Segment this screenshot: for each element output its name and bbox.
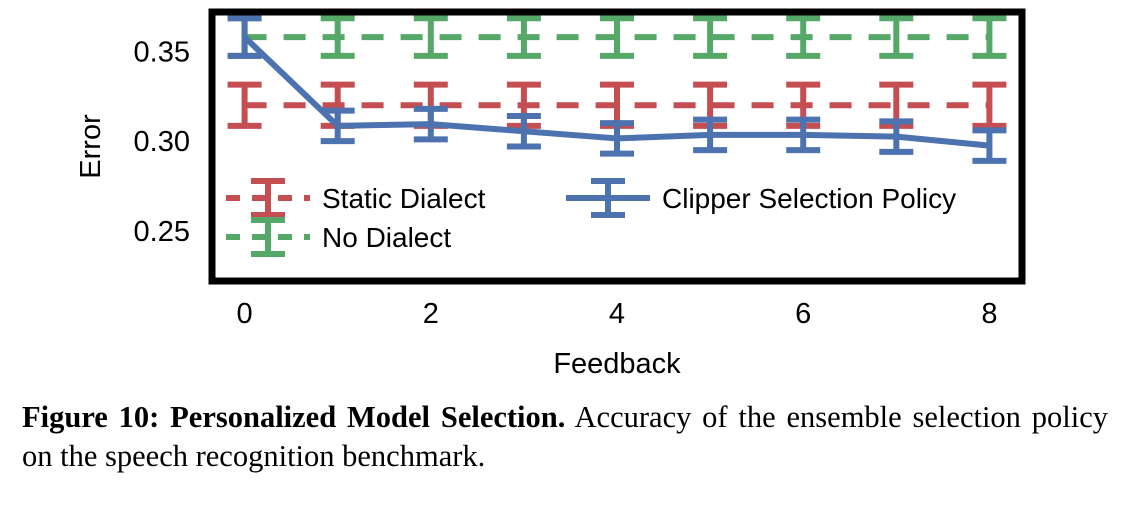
legend-label: Static Dialect	[322, 183, 486, 214]
y-tick-label: 0.25	[134, 216, 190, 248]
caption-body: Accuracy of the ensemble selection polic…	[22, 400, 1108, 474]
figure-caption: Figure 10: Personalized Model Selection.…	[22, 398, 1108, 477]
caption-heading: Figure 10: Personalized Model Selection.	[22, 400, 566, 434]
chart-legend: Static Dialect Clipper Selection PolicyNo…	[226, 178, 956, 257]
legend-item: Static Dialect	[226, 178, 486, 218]
x-axis-title: Feedback	[553, 348, 681, 380]
y-tick-label: 0.30	[134, 126, 190, 158]
series-clipper-selection-policy	[227, 15, 1007, 164]
x-tick-label: 2	[423, 298, 439, 330]
legend-label: Clipper Selection Policy	[662, 183, 956, 214]
y-tick-label: 0.35	[134, 36, 190, 68]
legend-item: Clipper Selection Policy	[566, 178, 956, 218]
x-tick-label: 4	[609, 298, 625, 330]
legend-item: No Dialect	[226, 217, 451, 257]
x-tick-label: 8	[981, 298, 997, 330]
y-axis-title: Error	[75, 114, 107, 179]
series-line	[242, 34, 990, 149]
plot-border	[208, 8, 1026, 285]
x-tick-label: 6	[795, 298, 811, 330]
series-no-dialect	[227, 15, 1007, 59]
legend-label: No Dialect	[322, 222, 451, 253]
x-tick-label: 0	[237, 298, 253, 330]
